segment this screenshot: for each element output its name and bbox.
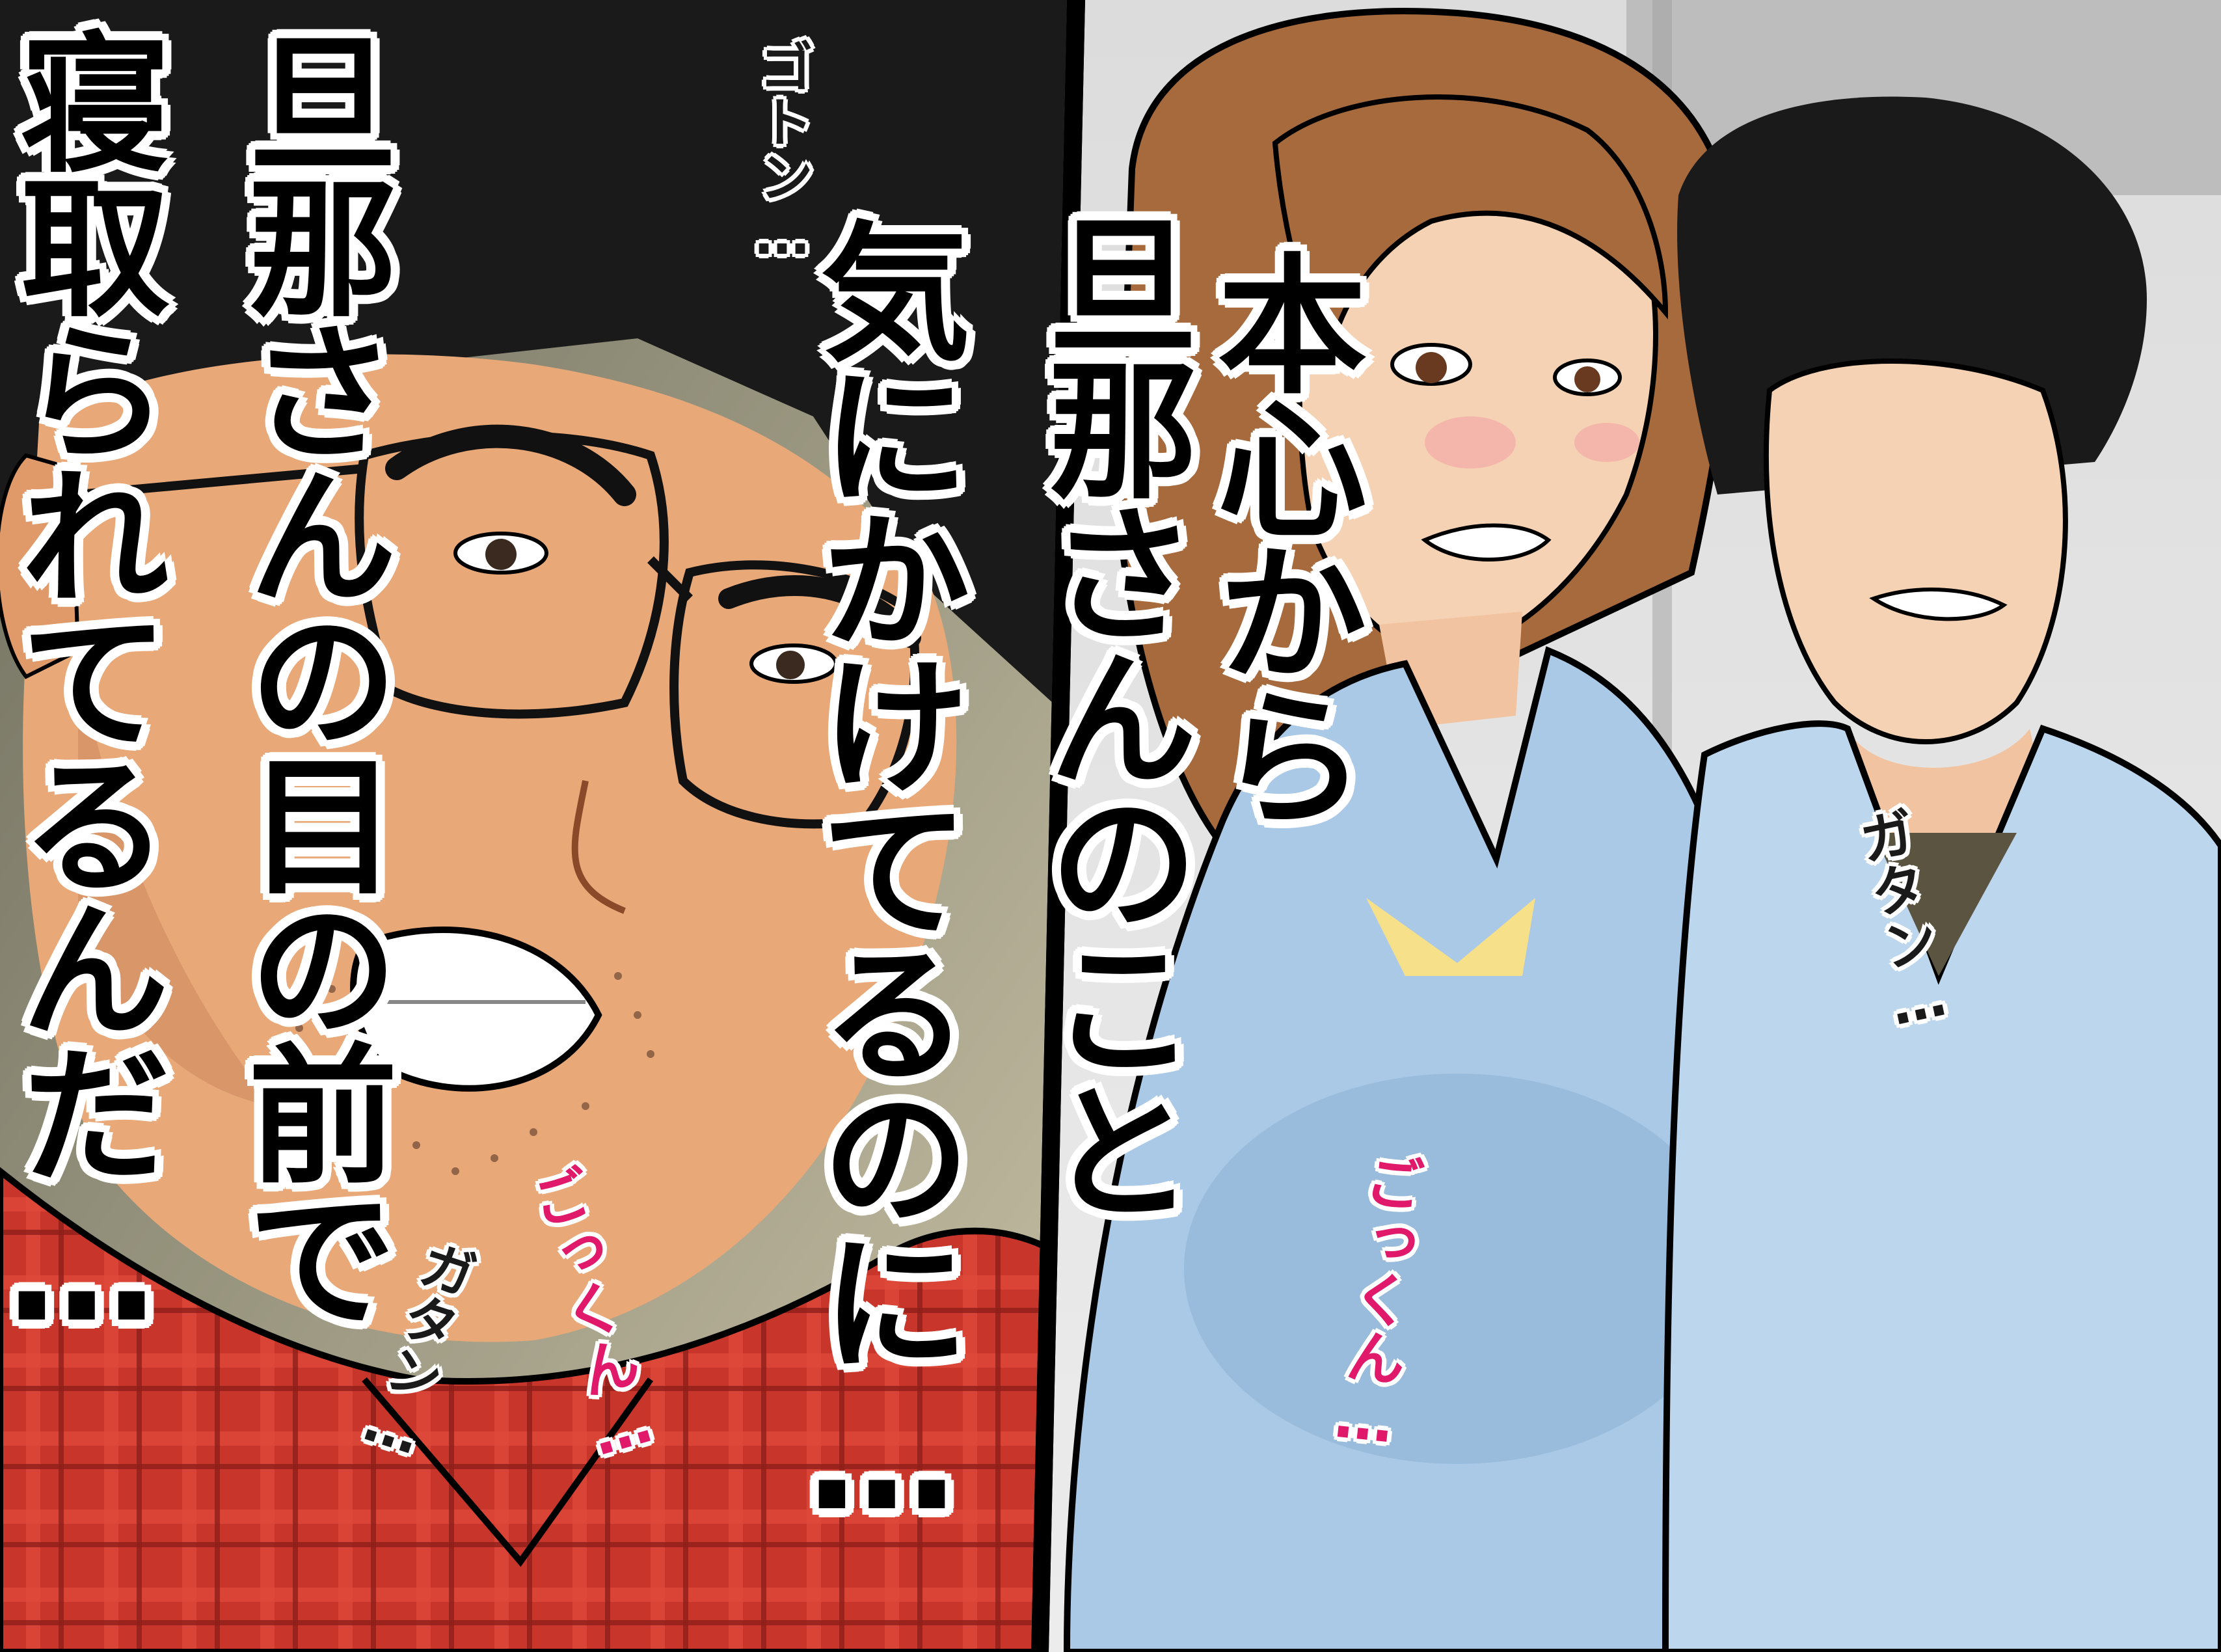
left-panel-art <box>0 0 1067 1652</box>
narration-left-col2: 旦那さんの目の前で <box>222 26 396 1326</box>
narration-left-col1: 寝取られてるんだ… <box>0 26 168 1350</box>
narration-right-col1: 旦那さんのこと <box>1023 208 1196 1219</box>
sfx-goton: ゴトン… <box>750 39 814 267</box>
narration-right-col2: 本心から <box>1192 247 1366 825</box>
right-panel-art <box>1049 0 2221 1652</box>
narration-left-col3: 気にかけてるのに… <box>795 215 969 1539</box>
